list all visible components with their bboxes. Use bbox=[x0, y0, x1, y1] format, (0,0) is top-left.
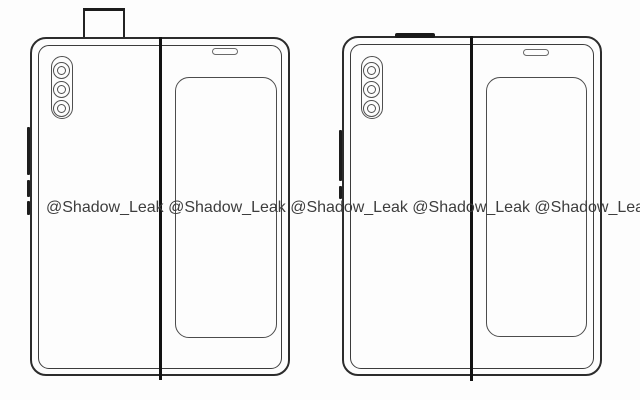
camera-lens-icon bbox=[363, 100, 380, 117]
speaker-slot-icon bbox=[523, 49, 549, 56]
camera-lens-inner-ring bbox=[57, 85, 66, 94]
camera-lens-icon bbox=[53, 81, 70, 98]
camera-lens-inner-ring bbox=[57, 104, 66, 113]
camera-lens-icon bbox=[53, 62, 70, 79]
camera-lens-icon bbox=[363, 81, 380, 98]
speaker-slot-icon bbox=[212, 48, 238, 55]
camera-lens-inner-ring bbox=[367, 104, 376, 113]
popup-camera-icon bbox=[83, 8, 125, 39]
camera-lens-inner-ring bbox=[57, 66, 66, 75]
watermark-text: @Shadow_Leak @Shadow_Leak @Shadow_Leak @… bbox=[46, 199, 640, 216]
camera-lens-inner-ring bbox=[367, 66, 376, 75]
popup-camera-slot-icon bbox=[395, 33, 435, 38]
camera-module-icon bbox=[361, 56, 383, 119]
camera-lens-icon bbox=[53, 100, 70, 117]
camera-lens-icon bbox=[363, 62, 380, 79]
camera-module-icon bbox=[51, 56, 73, 119]
camera-lens-inner-ring bbox=[367, 85, 376, 94]
